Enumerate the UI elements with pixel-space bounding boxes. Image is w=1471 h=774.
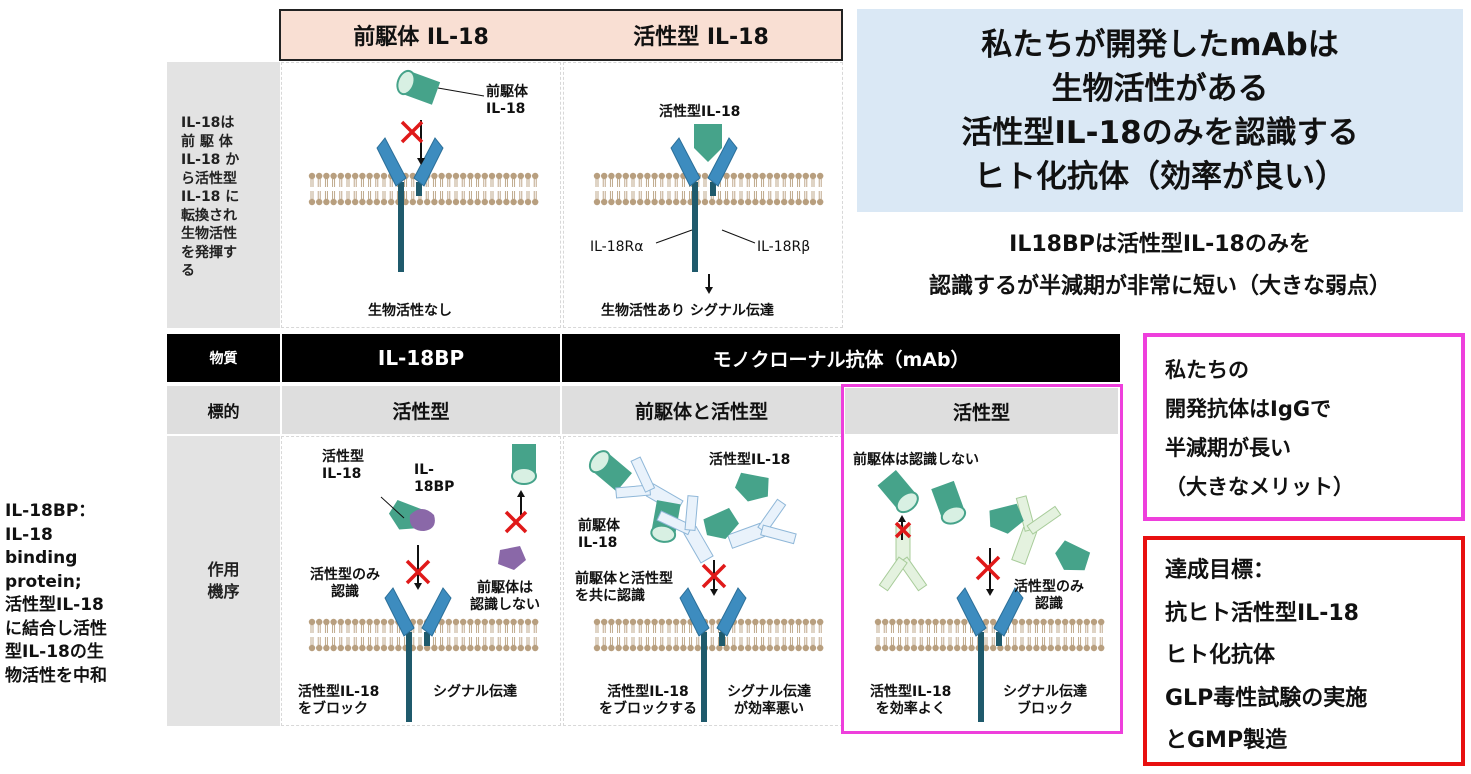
receptor-precursor-alpha-head [376,137,407,187]
receptor-bp-beta-head [421,587,452,637]
target-mab-active: 活性型 [845,388,1118,434]
label-mab1-precursor: 前駆体 IL-18 [578,518,620,551]
cross-precursor-b [400,120,424,144]
caption-bp-block: 活性型IL-18 をブロック [298,684,380,717]
caption-mab2-signal: シグナル伝達 ブロック [1003,684,1087,717]
receptor-mab2-beta-head [993,587,1024,637]
label-mab1-both: 前駆体と活性型 を共に認識 [575,571,673,604]
receptor-active-beta-head [707,137,738,187]
caption-no-activity: 生物活性なし [368,303,452,319]
mab2-antibody-bound [1011,495,1062,565]
mab1-antibody1 [615,456,684,514]
il18bp-shape [409,509,435,531]
caption-activity-signal: 生物活性あり シグナル伝達 [601,303,774,319]
receptor-mab1-alpha-head [679,587,710,637]
label-il18r-beta: IL-18Rβ [757,239,811,255]
cross-mab2-b [975,555,1001,581]
caption-mab1-signal: シグナル伝達 が効率悪い [727,684,811,717]
col-header-mab: モノクローナル抗体（mAb） [562,334,1120,382]
mab1-active-shape1 [734,472,769,502]
membrane-bp [308,618,539,652]
label-mab1-active: 活性型IL-18 [709,452,791,468]
receptor-active-alpha-head [670,137,701,187]
receptor-bp-alpha-head [384,587,415,637]
label-bp-active-il18: 活性型 IL-18 [322,449,364,482]
label-il18r-alpha: IL-18Rα [590,239,644,255]
label-active-il18: 活性型IL-18 [659,104,741,120]
receptor-mab1-beta-stalk [719,632,725,646]
caption-bp-signal: シグナル伝達 [433,684,517,700]
bp-precursor-shape [511,444,537,485]
label-bp-precursor-not: 前駆体は 認識しない [470,580,540,613]
label-mab2-only-active: 活性型のみ 認識 [1014,579,1084,612]
target-il18bp: 活性型 [282,386,560,434]
highlight-our-mab [841,384,1123,734]
receptor-precursor-alpha-stalk [398,182,404,272]
row-label-il18-conversion: IL-18は 前 駆 体 IL-18 か ら活性型 IL-18 に 転換され 生… [167,62,280,328]
merit-box: 私たちの 開発抗体はIgGで 半減期が長い （大きなメリット） [1143,333,1465,521]
arrow-mab1-down-head [710,589,718,596]
membrane-active [593,172,824,206]
mab2-precursor-shape2 [931,480,967,525]
label-precursor-il18: 前駆体 IL-18 [486,84,528,117]
receptor-mab2-alpha-head [956,587,987,637]
header-precursor-il18: 前駆体 IL-18 [279,9,563,61]
receptor-mab2-alpha-stalk [978,632,984,722]
precursor-pointer [437,87,485,97]
arrow-precursor-down-head [417,158,425,165]
il18bp-weakness-note: IL18BPは活性型IL-18のみを 認識するが半減期が非常に短い（大きな弱点） [928,232,1391,299]
arrow-signal-active-head [705,287,713,294]
mab1-active-shape2 [703,507,739,540]
receptor-mab1-beta-head [716,587,747,637]
mab1-precursor-shape1 [588,450,632,492]
receptor-active-alpha-stalk [692,182,698,272]
membrane-mab1 [593,618,824,652]
header-active-il18: 活性型 IL-18 [561,9,843,61]
active-il18-docked [694,124,722,162]
arrow-mab2-down-head [986,589,994,596]
row-label-target: 標的 [167,386,280,434]
cross-bp-precursor-b [504,510,528,534]
mab1-antibody2 [656,495,714,564]
mab2-active-shape2 [1055,540,1091,571]
receptor-mab2-beta-stalk [996,632,1002,646]
cross-bp-b [405,559,431,585]
receptor-precursor-beta-head [413,137,444,187]
cross-mab2-precursor-b [894,521,912,539]
caption-mab1-block: 活性型IL-18 をブロックする [599,684,697,717]
membrane-mab2 [874,618,1105,652]
arrow-bp-down-head [414,583,422,590]
bp-pointer [380,496,405,519]
receptor-precursor-beta-stalk [416,182,422,196]
row-label-substance: 物質 [167,334,280,382]
title-box: 私たちが開発したmAbは 生物活性がある 活性型IL-18のみを認識する ヒト化… [857,9,1463,212]
label-bp-only-active: 活性型のみ 認識 [310,567,380,600]
bp-free-shape [498,546,526,570]
label-mab2-precursor-not: 前駆体は認識しない [853,452,979,468]
mab2-active-shape1 [989,503,1024,534]
target-mab-both: 前駆体と活性型 [562,386,841,434]
goal-box: 達成目標： 抗ヒト活性型IL-18 ヒト化抗体 GLP毒性試験の実施 とGMP製… [1143,536,1465,766]
pointer-rbeta [721,229,756,244]
precursor-il18-shape [396,69,441,105]
arrow-bp-precursor-up-head [517,490,525,497]
mab2-precursor-shape1 [877,470,919,514]
panel-il18bp-mechanism [281,436,561,726]
panel-active [563,62,843,328]
pointer-ralpha [655,229,693,244]
receptor-mab1-alpha-stalk [701,632,707,722]
arrow-mab2-precursor-up-head [898,515,906,522]
col-header-il18bp: IL-18BP [282,334,560,382]
caption-mab2-block: 活性型IL-18 を効率よく [870,684,952,717]
receptor-bp-alpha-stalk [406,632,412,722]
receptor-active-beta-stalk [710,182,716,196]
il18bp-definition-note: IL-18BP： IL-18 binding protein; 活性型IL-18… [5,501,107,686]
cross-mab1-b [701,563,727,589]
receptor-bp-beta-stalk [424,632,430,646]
row-label-mechanism: 作用 機序 [167,436,280,726]
mab1-antibody3 [727,498,797,549]
label-il18bp: IL- 18BP [414,462,455,495]
